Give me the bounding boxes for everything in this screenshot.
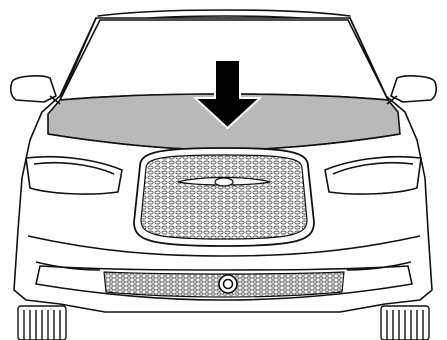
tire-right-tread: [387, 310, 423, 340]
front-grille: [134, 148, 314, 246]
grille-emblem-center: [215, 178, 233, 186]
grille-mesh: [141, 155, 307, 239]
mirror-left: [11, 76, 56, 102]
parking-sensor-inner: [224, 280, 233, 289]
mirror-right: [391, 76, 436, 102]
roof-line: [98, 10, 350, 16]
tire-left-tread: [24, 310, 60, 340]
